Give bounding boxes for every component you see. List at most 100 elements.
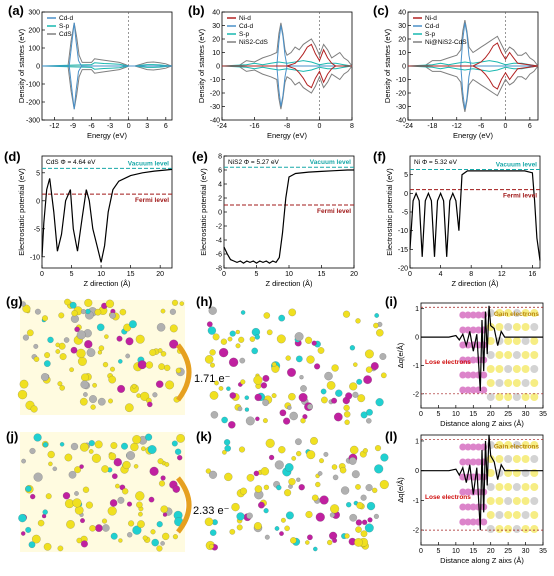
atom (346, 502, 352, 508)
atom (317, 347, 325, 354)
atom (370, 362, 379, 371)
atom-ni (464, 443, 472, 451)
atom (355, 519, 362, 526)
atom (79, 464, 84, 469)
y-tick-label: -1 (413, 363, 419, 370)
atom (240, 379, 246, 385)
atom (81, 373, 89, 382)
atom (363, 375, 372, 384)
structure-k (204, 437, 389, 552)
y-tick-label: 100 (28, 46, 40, 53)
y-tick-label: 0 (404, 191, 408, 198)
atom (279, 409, 287, 417)
atom (315, 481, 321, 488)
atom-cds (495, 525, 504, 533)
atom (224, 472, 233, 481)
atom (263, 312, 270, 319)
legend-entry: S-p (239, 31, 250, 38)
y-tick-label: -5 (34, 226, 40, 233)
atom (101, 518, 107, 524)
atom (357, 394, 366, 403)
x-tick-label: 10 (285, 271, 293, 278)
atom (288, 393, 296, 401)
atom (314, 363, 321, 370)
x-tick-label: 16 (528, 271, 536, 278)
atom-ni (459, 341, 467, 349)
atom (177, 455, 183, 461)
atom-cds (530, 323, 539, 331)
atom-cds (521, 393, 530, 401)
potential-curve (41, 168, 173, 263)
y-axis-label: Δq(e/Å) (396, 342, 405, 368)
atom-cds (521, 337, 530, 345)
atom-cds (521, 323, 530, 331)
y-tick-label: 10 (212, 50, 220, 57)
atom (101, 465, 109, 473)
atom (30, 405, 38, 413)
atom (64, 453, 73, 462)
atom (345, 392, 353, 400)
atom (321, 396, 328, 404)
y-tick-label: 1 (415, 438, 419, 445)
atom (151, 538, 159, 547)
atom (209, 470, 218, 479)
atom (175, 367, 182, 374)
atom (210, 362, 215, 368)
atom (128, 320, 137, 329)
series-line-up (222, 22, 353, 67)
atom (169, 308, 176, 315)
transfer-arrow-g (175, 343, 192, 402)
atom (131, 383, 137, 389)
atom (162, 532, 170, 541)
atom (349, 382, 358, 391)
atom (171, 440, 178, 447)
atom-ni (459, 356, 467, 364)
series-line-up (221, 60, 353, 67)
atom-cds (486, 483, 495, 491)
atom (263, 484, 269, 490)
y-tick-label: -200 (26, 100, 40, 107)
legend-entry: Cd-d (59, 15, 73, 22)
atom (33, 356, 40, 362)
x-tick-label: 30 (522, 411, 530, 418)
atom (98, 397, 106, 406)
atom (110, 366, 115, 372)
series-line-down (222, 65, 353, 110)
atom (222, 449, 227, 455)
atom (35, 308, 41, 315)
x-tick-label: 25 (504, 411, 512, 418)
atom-ni (480, 386, 488, 394)
atom-ni (459, 311, 467, 319)
atom-ni (469, 311, 477, 319)
atom (127, 532, 133, 538)
y-axis-label: Density of startes (eV) (197, 28, 206, 103)
atom (360, 530, 368, 538)
atom-cds (530, 351, 539, 359)
atom (107, 506, 117, 516)
x-tick-label: 0 (127, 123, 131, 130)
y-tick-label: 8 (218, 154, 222, 161)
atom (375, 445, 382, 452)
atom (43, 542, 52, 551)
atom-ni (459, 326, 467, 334)
atom (339, 467, 347, 474)
atom (335, 389, 343, 397)
y-tick-label: 5 (36, 170, 40, 177)
atom (147, 401, 153, 408)
x-tick-label: 6 (164, 123, 168, 130)
atom (263, 418, 268, 424)
atom (207, 326, 216, 335)
atom-cds (486, 497, 495, 505)
atom-ni (469, 458, 477, 466)
atom (150, 529, 156, 535)
x-tick-label: -6 (478, 123, 484, 130)
atom (204, 355, 214, 364)
atom (160, 505, 168, 513)
atom (156, 545, 163, 552)
y-tick-label: 200 (28, 28, 40, 35)
atom (22, 304, 31, 313)
series-line-down (408, 65, 539, 90)
atom-cds (495, 309, 504, 317)
